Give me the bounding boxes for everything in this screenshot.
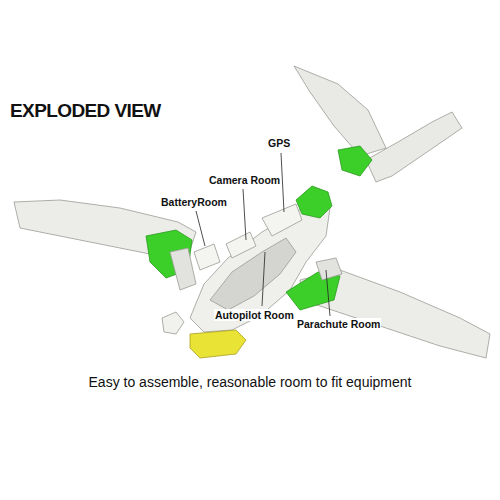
hatch-cover (226, 232, 256, 258)
wing-joiner (286, 272, 340, 310)
servo-cover (170, 248, 196, 290)
nose-cap (190, 330, 246, 358)
equipment-bay (210, 238, 296, 310)
leader-line (281, 153, 284, 212)
leader-line (243, 189, 246, 240)
tail-fin (366, 112, 462, 182)
part-label: Autopilot Room (214, 309, 295, 321)
leader-line (262, 252, 265, 306)
tail-mount (338, 146, 372, 176)
fuselage (190, 198, 330, 332)
nose-part (162, 312, 184, 334)
servo-cover (316, 258, 342, 280)
tail-fin (294, 66, 386, 156)
caption: Easy to assemble, reasonable room to fit… (0, 374, 500, 390)
motor-mount (296, 186, 332, 218)
part-label: Camera Room (208, 174, 281, 186)
view-title: EXPLODED VIEW (10, 100, 161, 122)
leader-line (326, 270, 330, 316)
leader-line (196, 211, 205, 246)
hatch-cover (194, 244, 220, 270)
part-label: Parachute Room (296, 318, 381, 330)
part-label: GPS (267, 137, 291, 149)
part-label: BatteryRoom (160, 196, 228, 208)
hatch-cover (262, 204, 302, 236)
